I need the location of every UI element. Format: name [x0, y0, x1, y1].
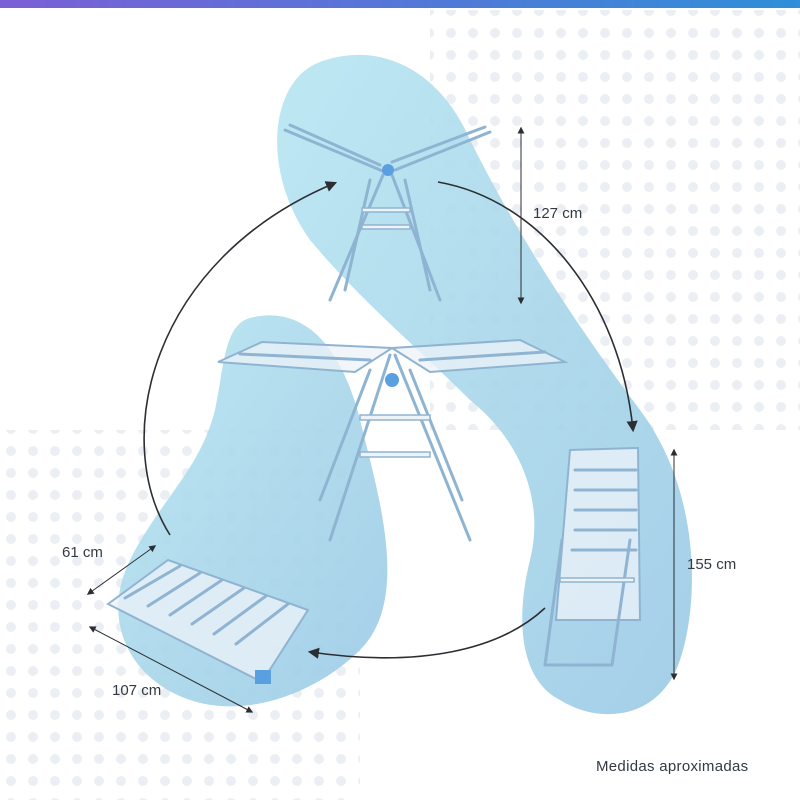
cycle-arrow-top-right	[437, 181, 638, 433]
dim-arrow-107	[88, 626, 254, 713]
dimension-label-flat-length: 107 cm	[112, 682, 162, 699]
rack-standing-right	[543, 446, 642, 667]
dimension-label-flat-width: 61 cm	[62, 544, 103, 561]
rack-folded-top	[283, 123, 492, 302]
top-accent-bar	[0, 0, 800, 8]
footnote-approximate-measurements: Medidas aproximadas	[596, 758, 749, 775]
cycle-arrow-bottom	[307, 607, 546, 659]
dim-arrow-61	[86, 545, 157, 595]
cycle-arrow-left	[143, 181, 338, 536]
dimension-label-folded-height: 127 cm	[533, 205, 583, 222]
rack-open-center	[217, 338, 569, 542]
dimension-label-standing-height: 155 cm	[687, 556, 737, 573]
